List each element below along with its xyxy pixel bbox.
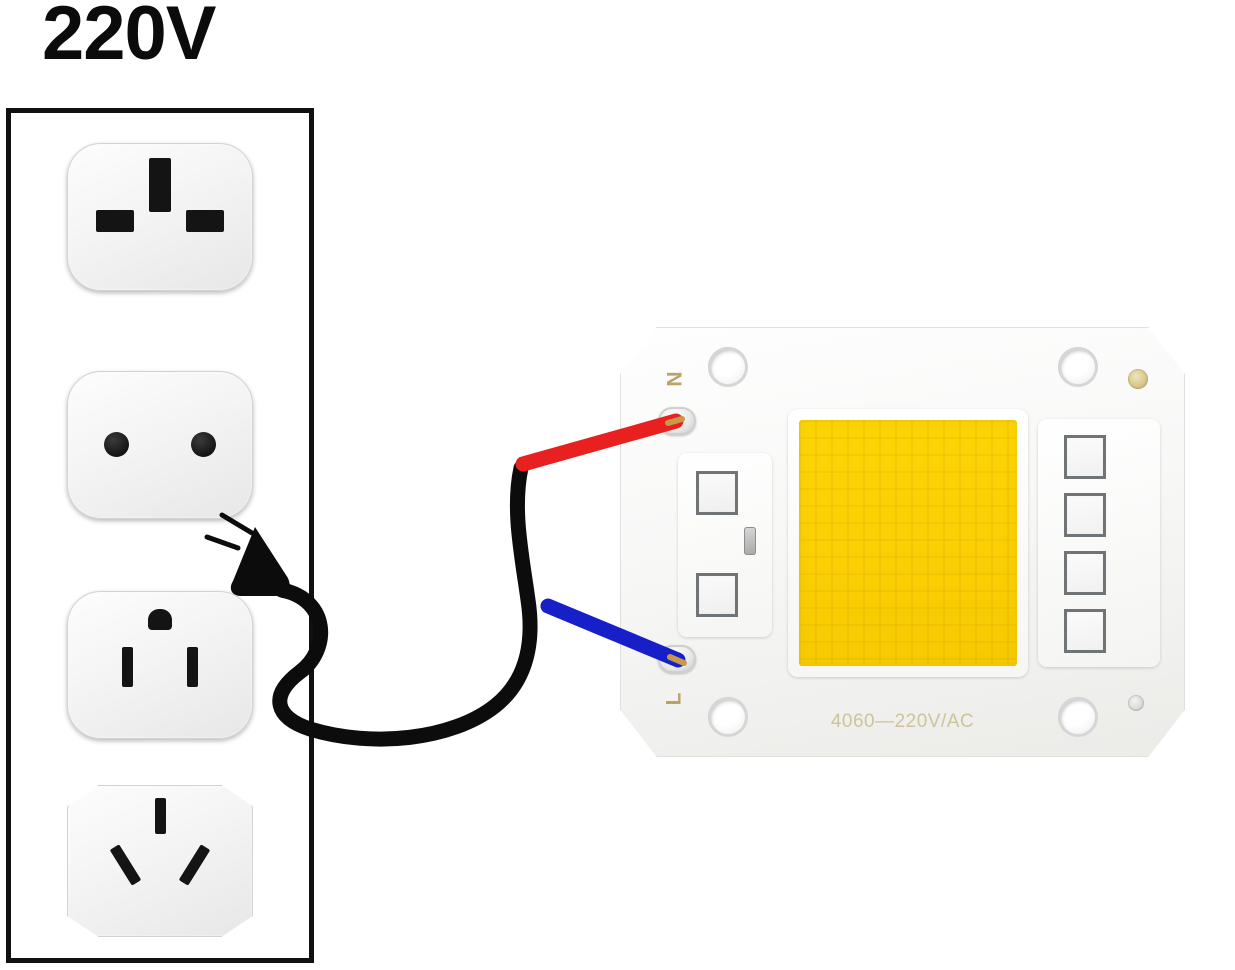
chip-model-label: 4060—220V/AC <box>830 711 975 732</box>
driver-pad-top <box>696 471 738 515</box>
socket-uk-type-g <box>67 143 253 291</box>
driver-pad-bottom <box>696 573 738 617</box>
right-pad-3 <box>1064 551 1106 595</box>
right-pad-2 <box>1064 493 1106 537</box>
uk-neutral-slot-icon <box>186 210 224 232</box>
socket-au-type-i <box>67 785 253 937</box>
uk-live-slot-icon <box>96 210 134 232</box>
us-blade-right-icon <box>187 647 198 687</box>
mount-hole-bottom-right-icon <box>1058 697 1098 737</box>
mount-hole-bottom-left-icon <box>708 697 748 737</box>
power-cable-sheath <box>272 460 538 747</box>
solder-pad-n <box>658 407 696 435</box>
eu-hole-right-icon <box>191 432 216 457</box>
page-title: 220V <box>42 0 216 76</box>
socket-panel <box>6 108 314 963</box>
mount-hole-top-right-icon <box>1058 347 1098 387</box>
socket-us-type-b <box>67 591 253 739</box>
right-pad-block <box>1038 419 1160 667</box>
au-blade-left-icon <box>109 844 142 886</box>
mount-hole-top-left-icon <box>708 347 748 387</box>
au-earth-slot-icon <box>155 798 166 834</box>
solder-pad-l <box>658 645 696 673</box>
right-pad-4 <box>1064 609 1106 653</box>
led-cob-chip: N L 4060—220V/AC <box>620 327 1189 763</box>
grey-test-pad-icon <box>1128 695 1144 711</box>
terminal-label-l: L <box>662 692 686 706</box>
us-blade-left-icon <box>122 647 133 687</box>
driver-component-block <box>678 453 772 637</box>
uk-earth-slot-icon <box>149 158 171 212</box>
au-blade-right-icon <box>178 844 211 886</box>
us-ground-slot-icon <box>148 609 172 630</box>
cob-phosphor-area <box>799 420 1017 666</box>
eu-hole-left-icon <box>104 432 129 457</box>
driver-ic-icon <box>744 527 756 555</box>
socket-eu-type-c <box>67 371 253 519</box>
cob-emitter-frame <box>788 409 1028 677</box>
gold-test-pad-icon <box>1128 369 1148 389</box>
terminal-label-n: N <box>663 371 687 387</box>
right-pad-1 <box>1064 435 1106 479</box>
